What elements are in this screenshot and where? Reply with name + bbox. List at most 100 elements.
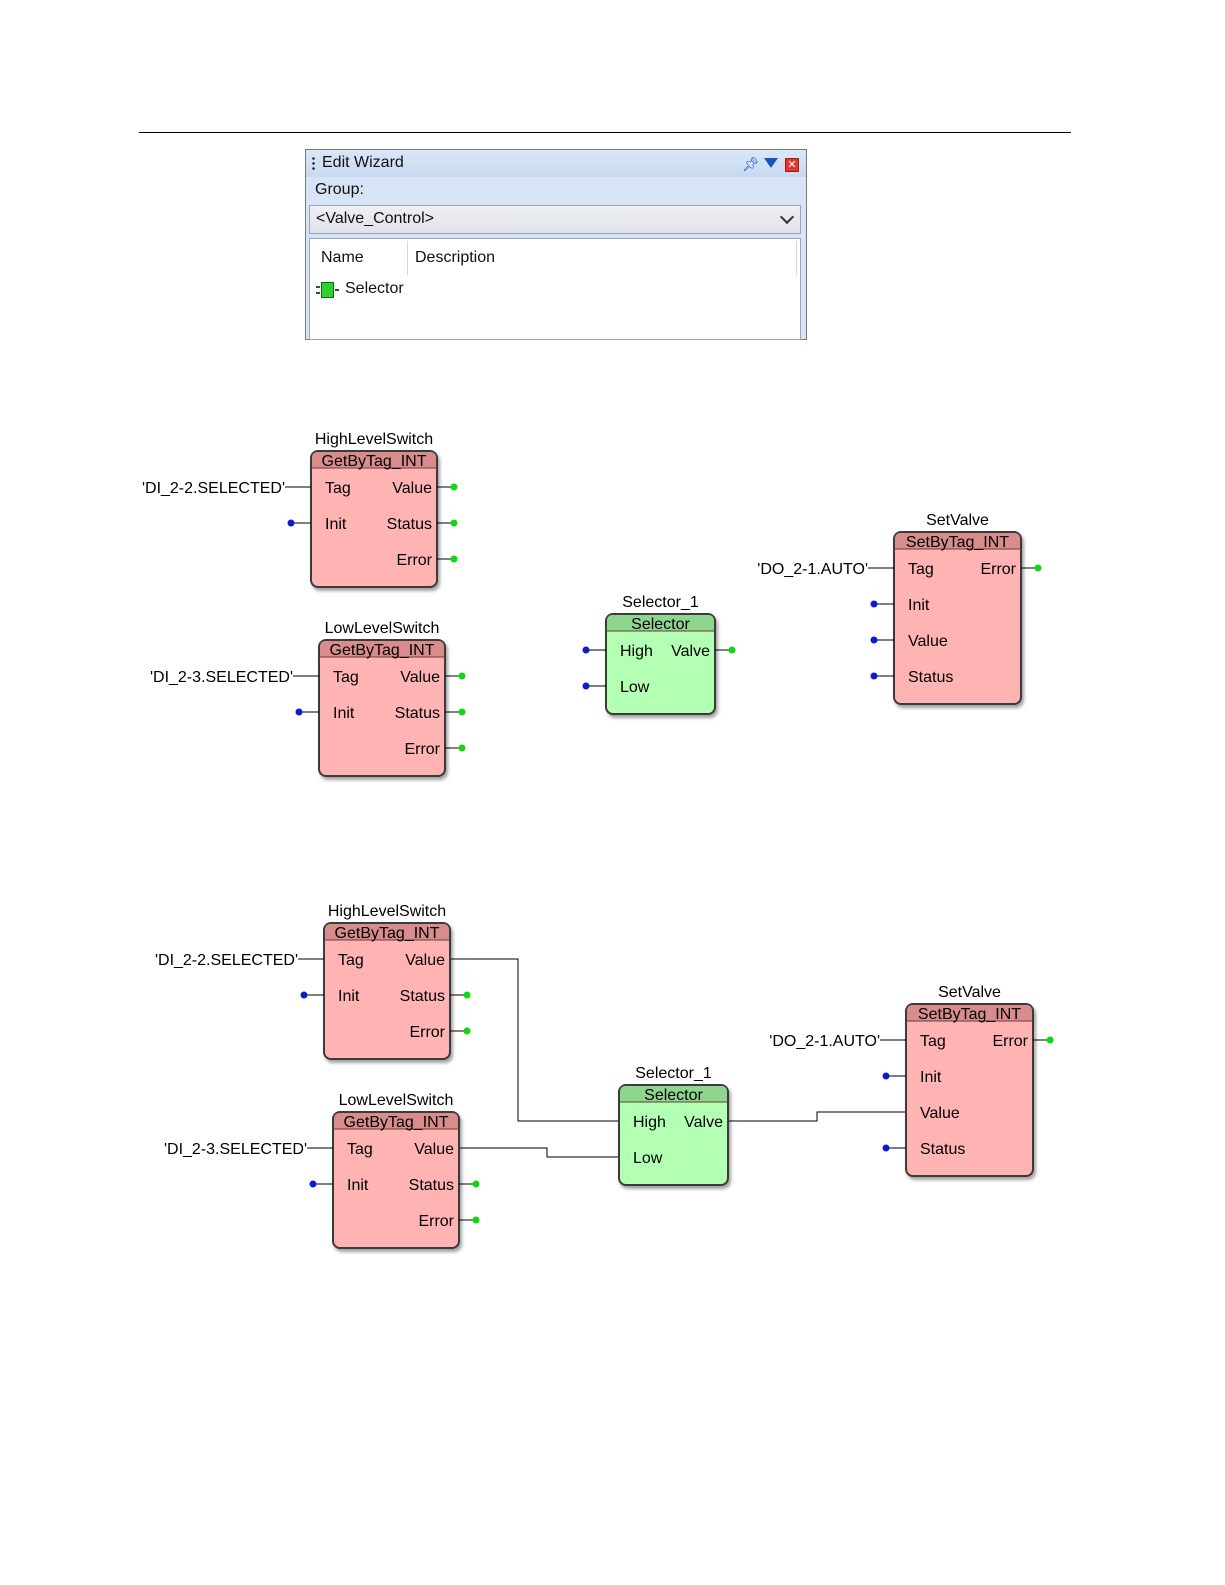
input-port-dot[interactable] (870, 636, 878, 644)
block-header (895, 533, 1020, 549)
output-port-dot[interactable] (450, 519, 458, 527)
block-header (907, 1005, 1032, 1021)
function-block-high[interactable]: GetByTag_INTHighLevelSwitchTag'DI_2-2.SE… (142, 431, 458, 588)
function-block-low[interactable]: GetByTag_INTLowLevelSwitchTag'DI_2-3.SEL… (150, 620, 466, 777)
input-port-dot[interactable] (295, 708, 303, 716)
input-port-dot[interactable] (582, 646, 590, 654)
tag-constant: 'DI_2-3.SELECTED' (150, 669, 293, 686)
block-body[interactable] (310, 450, 438, 588)
output-port-dot[interactable] (450, 483, 458, 491)
port-label-valve: Valve (671, 643, 710, 660)
port-label-valve: Valve (684, 1114, 723, 1131)
port-label-low: Low (633, 1150, 663, 1167)
edit-wizard-titlebar[interactable]: Edit Wizard 📌︎ ✕ (306, 150, 806, 177)
wire[interactable] (460, 1147, 618, 1158)
input-port-dot[interactable] (300, 991, 308, 999)
block-body[interactable] (605, 613, 716, 715)
port-label-value: Value (908, 633, 948, 650)
port-label-error: Error (418, 1213, 454, 1230)
output-port-dot[interactable] (458, 708, 466, 716)
block-type: SetByTag_INT (906, 534, 1009, 551)
wire[interactable] (729, 1111, 905, 1122)
group-select[interactable]: <Valve_Control> (309, 205, 801, 234)
block-type: GetByTag_INT (344, 1114, 449, 1131)
block-header (334, 1113, 458, 1129)
block-instance-name: LowLevelSwitch (339, 1092, 454, 1109)
block-instance-name: SetValve (926, 512, 989, 529)
diagram-1: GetByTag_INTHighLevelSwitchTag'DI_2-2.SE… (142, 431, 1042, 777)
output-port-dot[interactable] (472, 1180, 480, 1188)
function-block-set[interactable]: SetByTag_INTSetValveTag'DO_2-1.AUTO'Init… (769, 984, 1054, 1177)
port-label-high: High (620, 643, 653, 660)
wire[interactable] (451, 958, 618, 1122)
block-type: GetByTag_INT (330, 642, 435, 659)
edit-wizard-panel: Edit Wizard 📌︎ ✕ Group: <Valve_Control> … (305, 149, 807, 340)
block-body[interactable] (318, 639, 446, 777)
block-body[interactable] (618, 1084, 729, 1186)
port-label-value: Value (920, 1105, 960, 1122)
close-icon[interactable]: ✕ (785, 158, 799, 172)
dropdown-icon[interactable] (764, 158, 778, 168)
function-block-low[interactable]: GetByTag_INTLowLevelSwitchTag'DI_2-3.SEL… (164, 1092, 480, 1249)
port-label-high: High (633, 1114, 666, 1131)
port-label-value: Value (414, 1141, 454, 1158)
output-port-dot[interactable] (463, 991, 471, 999)
block-header (320, 641, 444, 657)
block-type: Selector (631, 616, 690, 633)
input-port-dot[interactable] (882, 1144, 890, 1152)
column-separator[interactable] (407, 241, 408, 275)
port-label-init: Init (920, 1069, 942, 1086)
block-header (607, 615, 714, 631)
output-port-dot[interactable] (458, 744, 466, 752)
function-block-set[interactable]: SetByTag_INTSetValveTag'DO_2-1.AUTO'Init… (757, 512, 1042, 705)
input-port-dot[interactable] (870, 672, 878, 680)
block-type: GetByTag_INT (335, 925, 440, 942)
page-rule (139, 132, 1071, 133)
output-port-dot[interactable] (728, 646, 736, 654)
port-label-status: Status (908, 669, 953, 686)
output-port-dot[interactable] (1046, 1036, 1054, 1044)
block-header (325, 924, 449, 940)
port-label-tag: Tag (347, 1141, 373, 1158)
block-body[interactable] (905, 1003, 1034, 1177)
port-label-value: Value (400, 669, 440, 686)
input-port-dot[interactable] (309, 1180, 317, 1188)
input-port-dot[interactable] (287, 519, 295, 527)
column-header-description[interactable]: Description (415, 249, 496, 266)
block-body[interactable] (893, 531, 1022, 705)
block-type: SetByTag_INT (918, 1006, 1021, 1023)
tag-constant: 'DO_2-1.AUTO' (769, 1033, 880, 1050)
input-port-dot[interactable] (582, 682, 590, 690)
input-port-dot[interactable] (882, 1072, 890, 1080)
port-label-error: Error (409, 1024, 445, 1041)
output-port-dot[interactable] (1034, 564, 1042, 572)
port-label-value: Value (405, 952, 445, 969)
function-block-high[interactable]: GetByTag_INTHighLevelSwitchTag'DI_2-2.SE… (155, 903, 471, 1060)
output-port-dot[interactable] (450, 555, 458, 563)
edit-wizard-title: Edit Wizard (322, 154, 404, 171)
block-body[interactable] (332, 1111, 460, 1249)
output-port-dot[interactable] (458, 672, 466, 680)
column-header-name[interactable]: Name (321, 249, 364, 266)
output-port-dot[interactable] (463, 1027, 471, 1035)
port-label-error: Error (980, 561, 1016, 578)
column-separator[interactable] (796, 241, 797, 275)
grip-icon[interactable] (312, 156, 315, 170)
port-label-tag: Tag (333, 669, 359, 686)
function-block-icon (316, 282, 339, 298)
port-label-error: Error (396, 552, 432, 569)
output-port-dot[interactable] (472, 1216, 480, 1224)
port-label-status: Status (387, 516, 432, 533)
input-port-dot[interactable] (870, 600, 878, 608)
tag-constant: 'DI_2-2.SELECTED' (155, 952, 298, 969)
block-header (312, 452, 436, 468)
port-label-status: Status (409, 1177, 454, 1194)
port-label-tag: Tag (920, 1033, 946, 1050)
block-type: GetByTag_INT (322, 453, 427, 470)
port-label-status: Status (920, 1141, 965, 1158)
block-instance-name: Selector_1 (635, 1065, 712, 1082)
block-body[interactable] (323, 922, 451, 1060)
pin-icon[interactable]: 📌︎ (742, 156, 760, 172)
